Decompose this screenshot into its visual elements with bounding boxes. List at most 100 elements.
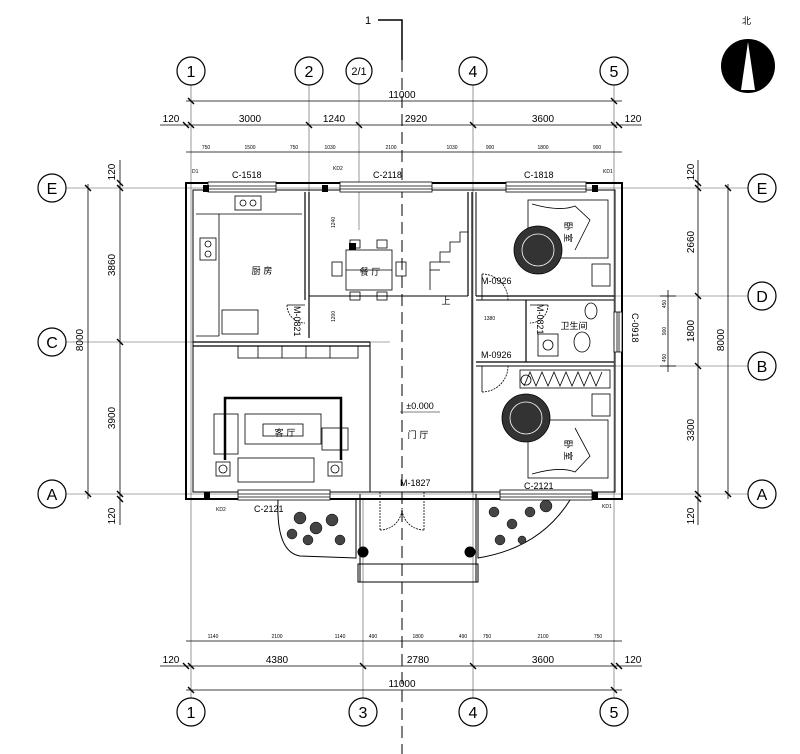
living-furniture bbox=[213, 345, 359, 483]
entry-porch bbox=[277, 494, 571, 583]
marker-kd2-top: KD2 bbox=[333, 166, 343, 172]
dims-top-text: 11000 120 3000 1240 2920 3600 120 750 15… bbox=[163, 90, 642, 151]
dim-top-chain-1: 3000 bbox=[239, 114, 262, 125]
dims-top-lines bbox=[160, 97, 642, 153]
axis-left-e: E bbox=[47, 181, 58, 198]
dim-top-detail-2: 750 bbox=[290, 145, 299, 151]
axis-bubble-labels: 1 2 2/1 4 5 1 3 4 5 E C A E D B A bbox=[46, 64, 768, 722]
room-kitchen: 厨 房 bbox=[252, 265, 273, 277]
dim-top-detail-4: 2100 bbox=[385, 145, 396, 151]
room-labels: 厨 房 餐 厅 卫生间 客 厅 门 厅 卧 室 卧 室 上 ±0.000 bbox=[252, 222, 588, 461]
room-bath: 卫生间 bbox=[560, 320, 587, 332]
section-mark-label: 1 bbox=[365, 15, 371, 27]
dim-top-chain-5: 120 bbox=[625, 114, 642, 125]
dim-top-detail-6: 900 bbox=[486, 145, 495, 151]
bed-icon-south bbox=[527, 419, 609, 479]
window-kitchen-label: C-1518 bbox=[232, 170, 262, 180]
dims-right-lines bbox=[660, 160, 732, 525]
dim-bath-gap: 1380 bbox=[484, 316, 495, 322]
basin-icon bbox=[537, 333, 559, 357]
dim-bottom-detail-0: 1140 bbox=[208, 634, 219, 640]
axis-right-b: B bbox=[757, 359, 768, 376]
dim-bottom-detail-5: 490 bbox=[459, 634, 468, 640]
dim-top-detail-7: 1800 bbox=[537, 145, 548, 151]
coffee-table-icon bbox=[244, 413, 322, 445]
stair bbox=[429, 231, 468, 290]
marker-kd2-bottom: KD2 bbox=[216, 507, 226, 513]
dim-left-chain-2: 3900 bbox=[107, 406, 118, 429]
wardrobe bbox=[519, 369, 611, 389]
dim-bottom-chain-4: 120 bbox=[625, 655, 642, 666]
door-bed-north-label: M-0926 bbox=[481, 276, 512, 286]
toilet-icon bbox=[584, 302, 598, 320]
dim-top-chain-2: 1240 bbox=[323, 114, 346, 125]
bedroom-north-furniture bbox=[513, 199, 611, 287]
columns bbox=[203, 185, 598, 499]
dim-top-chain-4: 3600 bbox=[532, 114, 555, 125]
axis-lines bbox=[66, 84, 752, 700]
dim-stair-gap: 1240 bbox=[331, 217, 337, 228]
axis-left-c: C bbox=[46, 335, 58, 352]
marker-kd1-top: KD1 bbox=[603, 169, 613, 175]
axis-bottom-1: 1 bbox=[187, 705, 196, 722]
dim-bottom-detail-2: 1140 bbox=[335, 634, 346, 640]
door-bed-south-label: M-0926 bbox=[481, 350, 512, 360]
bedroom-south-furniture bbox=[501, 393, 611, 479]
dim-right-chain-3: 3300 bbox=[686, 418, 697, 441]
room-hall: 门 厅 bbox=[408, 429, 429, 441]
door-labels: M-0821 M-0926 M-0821 M-0926 M-1827 bbox=[292, 276, 545, 488]
dim-right-detail-0: 450 bbox=[662, 300, 668, 309]
room-living: 客 厅 bbox=[275, 427, 296, 439]
window-bath-label: C-0918 bbox=[630, 313, 640, 343]
dim-bottom-detail-4: 1800 bbox=[412, 634, 423, 640]
dim-top-detail-3: 1030 bbox=[324, 145, 335, 151]
stove-icon bbox=[199, 237, 217, 261]
dim-right-detail-1: 900 bbox=[662, 327, 668, 336]
doors bbox=[286, 273, 549, 531]
axis-bottom-3: 3 bbox=[359, 705, 368, 722]
north-arrow-icon bbox=[741, 42, 755, 90]
axis-top-2-1: 2/1 bbox=[351, 66, 366, 78]
dim-bottom-detail-3: 490 bbox=[369, 634, 378, 640]
dim-top-chain-3: 2920 bbox=[405, 114, 428, 125]
axis-bottom-4: 4 bbox=[469, 705, 478, 722]
axis-right-e: E bbox=[757, 181, 768, 198]
room-bed-south: 卧 室 bbox=[562, 440, 574, 461]
room-bed-north: 卧 室 bbox=[562, 222, 574, 243]
dim-right-chain-4: 120 bbox=[686, 507, 697, 524]
dim-kitchen-gap: 1200 bbox=[331, 311, 337, 322]
dim-left-chain-3: 120 bbox=[107, 507, 118, 524]
dim-bottom-total: 11000 bbox=[388, 679, 416, 690]
dim-left-chain-0: 120 bbox=[107, 163, 118, 180]
tv-cabinet-icon bbox=[237, 345, 359, 359]
dim-bottom-chain-2: 2780 bbox=[407, 655, 430, 666]
dims-bottom-lines bbox=[160, 640, 642, 694]
bath-fixtures bbox=[537, 302, 598, 357]
elevation-label: ±0.000 bbox=[406, 401, 433, 411]
rug-icon bbox=[513, 225, 563, 275]
window-bed-north-label: C-1818 bbox=[524, 170, 554, 180]
axis-top-1: 1 bbox=[187, 64, 196, 81]
dims-left-text: 8000 120 3860 3900 120 bbox=[75, 163, 118, 524]
room-dining: 餐 厅 bbox=[360, 266, 381, 278]
marker-kd1-bottom: KD1 bbox=[602, 504, 612, 510]
dim-top-detail-1: 1500 bbox=[244, 145, 255, 151]
dim-bottom-detail-1: 2100 bbox=[271, 634, 282, 640]
rug-icon-south bbox=[501, 393, 551, 443]
door-kitchen-label: M-0821 bbox=[292, 306, 302, 337]
north-arrow: 北 bbox=[721, 16, 775, 93]
dim-top-detail-0: 750 bbox=[202, 145, 211, 151]
dim-bottom-chain-1: 4380 bbox=[266, 655, 289, 666]
marker-d1: D1 bbox=[192, 169, 199, 175]
fridge-icon bbox=[221, 309, 259, 335]
dim-top-chain-0: 120 bbox=[163, 114, 180, 125]
dining-furniture bbox=[331, 239, 407, 301]
dim-right-chain-1: 2660 bbox=[686, 230, 697, 253]
dim-right-total: 8000 bbox=[716, 328, 727, 351]
dim-bottom-detail-8: 750 bbox=[594, 634, 603, 640]
dims-right-text: 450 900 450 120 2660 1800 3300 120 8000 bbox=[662, 163, 727, 524]
section-mark: 1 bbox=[365, 15, 403, 754]
dim-top-detail-8: 900 bbox=[593, 145, 602, 151]
window-dining-label: C-2118 bbox=[373, 170, 402, 180]
